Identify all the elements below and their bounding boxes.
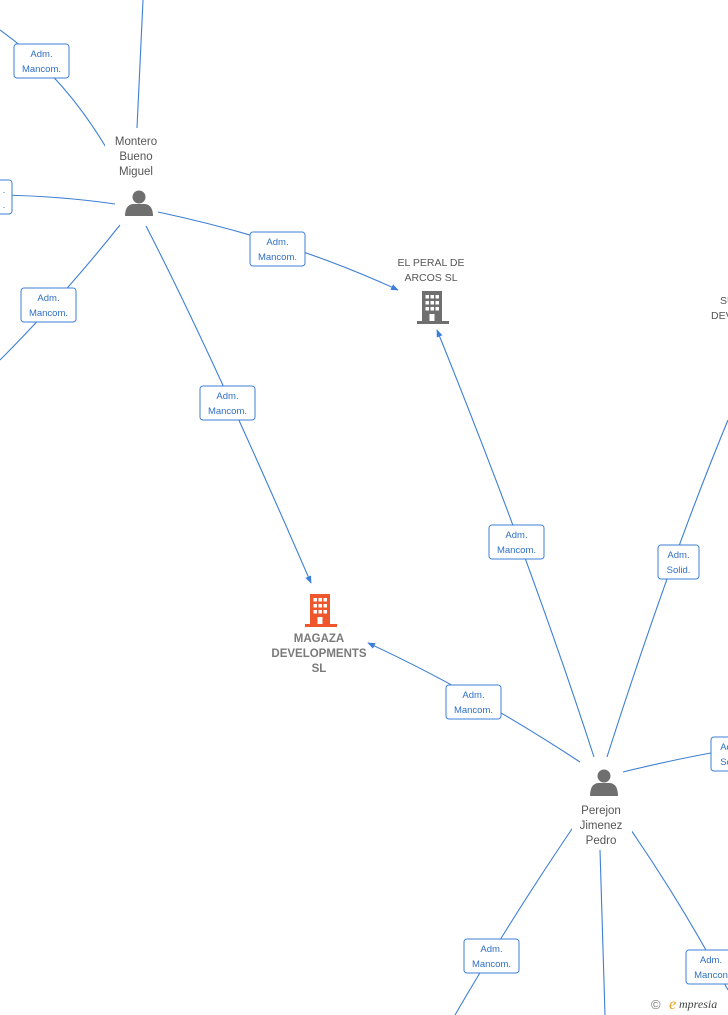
edge-label-perejon-peral[interactable]: Adm. Mancom. <box>488 524 545 560</box>
svg-text:SL: SL <box>312 663 327 675</box>
node-partial-right[interactable]: SU DEV <box>711 295 728 322</box>
svg-text:Adm.: Adm. <box>480 944 502 955</box>
svg-text:Adm.: Adm. <box>505 530 527 541</box>
svg-text:Mancom.: Mancom. <box>472 959 511 970</box>
node-perejon-jimenez-pedro[interactable]: Perejon Jimenez Pedro <box>572 769 632 849</box>
svg-text:Adm.: Adm. <box>37 293 59 304</box>
edge-label-perejon-lower-left[interactable]: Adm. Mancom. <box>463 938 520 974</box>
svg-text:DEV: DEV <box>711 310 728 322</box>
node-magaza-developments[interactable]: MAGAZA DEVELOPMENTS SL <box>271 594 367 675</box>
edge-label-montero-magaza[interactable]: Adm. Mancom. <box>199 385 256 421</box>
svg-text:So: So <box>720 757 728 768</box>
edge-label-montero-lower-left[interactable]: Adm. Mancom. <box>20 287 77 323</box>
edge-label-left-edge[interactable]: . . <box>0 179 13 215</box>
building-icon <box>305 594 337 627</box>
svg-text:Adm.: Adm. <box>216 391 238 402</box>
svg-text:Bueno: Bueno <box>119 151 152 163</box>
person-icon <box>125 190 153 216</box>
svg-text:Miguel: Miguel <box>119 166 153 178</box>
edge-montero-magaza <box>145 225 312 584</box>
copyright-icon: © <box>651 997 661 1012</box>
svg-text:Solid.: Solid. <box>667 565 691 576</box>
svg-text:Mancon: Mancon <box>694 970 728 981</box>
svg-text:Mancom.: Mancom. <box>22 64 61 75</box>
node-el-peral-de-arcos[interactable]: EL PERAL DE ARCOS SL <box>398 257 465 324</box>
edge-topleft-to-montero <box>0 29 117 166</box>
svg-text:Adm.: Adm. <box>266 237 288 248</box>
svg-text:DEVELOPMENTS: DEVELOPMENTS <box>271 648 367 660</box>
svg-text:Perejon: Perejon <box>581 805 621 817</box>
node-montero-bueno-miguel[interactable]: Montero Bueno Miguel <box>105 132 167 216</box>
building-icon <box>417 291 449 324</box>
person-icon <box>590 769 618 796</box>
edge-label-perejon-solid[interactable]: Adm. Solid. <box>657 544 700 580</box>
svg-text:Mancom.: Mancom. <box>258 252 297 263</box>
edge-perejon-solid <box>606 419 728 758</box>
svg-text:Jimenez: Jimenez <box>580 820 623 832</box>
edge-top-to-montero <box>136 0 144 129</box>
brand-name: mpresia <box>679 997 717 1011</box>
edge-label-perejon-magaza[interactable]: Adm. Mancom. <box>445 684 502 720</box>
svg-text:MAGAZA: MAGAZA <box>294 633 344 645</box>
edge-left-to-montero <box>0 194 116 205</box>
svg-text:EL PERAL DE: EL PERAL DE <box>398 257 465 269</box>
svg-text:Mancom.: Mancom. <box>454 705 493 716</box>
edge-label-perejon-lower-right[interactable]: Adm. Mancon <box>685 949 728 985</box>
edge-perejon-down <box>599 849 606 1015</box>
brand-initial: e <box>669 996 676 1013</box>
svg-text:Mancom.: Mancom. <box>208 406 247 417</box>
edge-label-montero-peral[interactable]: Adm. Mancom. <box>249 231 306 267</box>
edge-label-perejon-right[interactable]: Ad So <box>710 736 728 772</box>
edge-label-top-left[interactable]: Adm. Mancom. <box>13 43 70 79</box>
svg-text:Ad: Ad <box>720 742 728 753</box>
edge-perejon-lower-left <box>454 819 579 1015</box>
svg-text:Mancom.: Mancom. <box>29 308 68 319</box>
svg-text:Adm.: Adm. <box>30 49 52 60</box>
svg-text:.: . <box>3 185 6 196</box>
svg-text:ARCOS SL: ARCOS SL <box>404 272 457 284</box>
svg-text:Adm.: Adm. <box>700 955 722 966</box>
svg-text:Montero: Montero <box>115 136 157 148</box>
footer-watermark: © e mpresia <box>651 996 717 1013</box>
svg-text:SU: SU <box>720 295 728 307</box>
svg-text:Mancom.: Mancom. <box>497 545 536 556</box>
svg-text:Adm.: Adm. <box>462 690 484 701</box>
svg-text:Adm.: Adm. <box>667 550 689 561</box>
svg-text:.: . <box>3 200 6 211</box>
svg-text:Pedro: Pedro <box>586 835 617 847</box>
